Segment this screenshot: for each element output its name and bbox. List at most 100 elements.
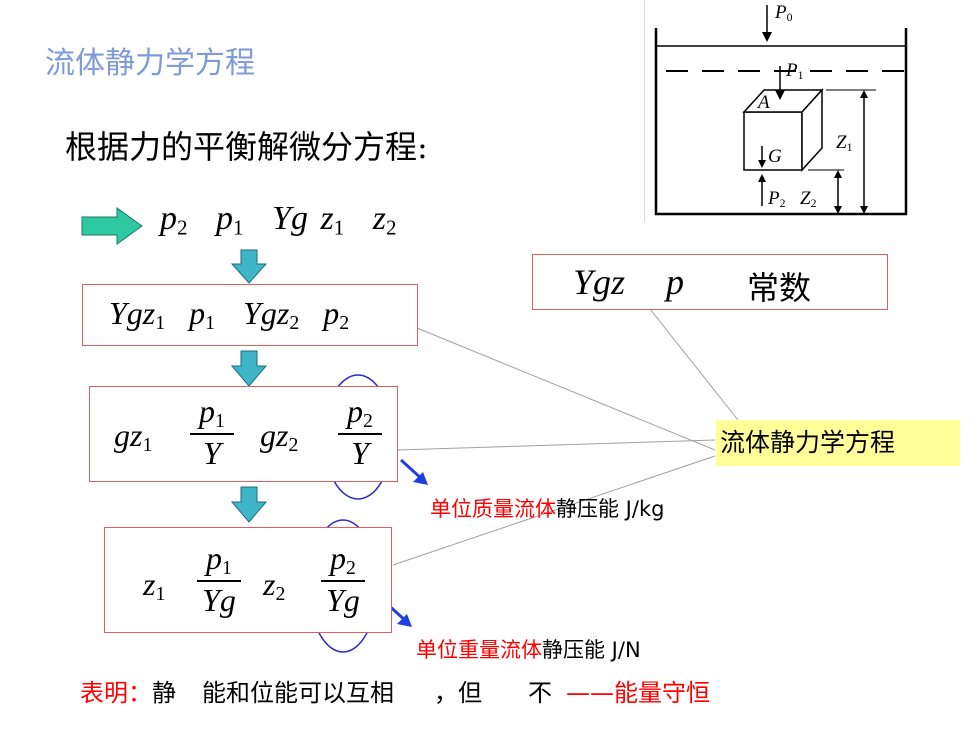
eq-term: p [216, 200, 234, 237]
label-text: Z [800, 188, 811, 209]
frac-num: p [347, 393, 364, 429]
eq-sub: 2 [275, 582, 286, 605]
eq-sub: 1 [215, 409, 225, 432]
connector-line [392, 455, 716, 566]
down-arrow-icon [230, 350, 268, 387]
equation-box-3: z1 p1 Yg z2 p2 Yg [104, 527, 392, 633]
arrowhead-icon [762, 32, 772, 42]
connector-line [649, 308, 739, 421]
box2-term-2: gz2 [260, 417, 298, 457]
note-mass: 单位质量流体静压能 J/kg [430, 493, 664, 523]
pointer-arrowhead-icon [397, 614, 412, 627]
conclusion-text: ，但 [434, 679, 482, 707]
lead-text: 根据力的平衡解微分方程: [65, 128, 428, 166]
callout-label: 流体静力学方程 [716, 420, 960, 466]
eq-term: p [189, 295, 206, 331]
box2-fraction-1: p1 Y [190, 393, 234, 472]
label-text: Z [836, 132, 847, 153]
down-arrow-icon [230, 486, 268, 523]
label-text: P [786, 60, 798, 81]
box3-term-1: z1 [143, 566, 165, 606]
frac-num: p [330, 540, 347, 576]
box3-fraction-1: p1 Yg [197, 540, 241, 619]
eq-sub: 1 [222, 556, 232, 579]
box3-fraction-2: p2 Yg [321, 540, 365, 619]
frac-num: p [199, 393, 216, 429]
eq-sub: 1 [205, 311, 216, 334]
equation-box-1: Ygz1 p1 Ygz2 p2 [82, 284, 418, 346]
label-a: A [758, 92, 770, 113]
label-p0: P0 [775, 2, 793, 25]
frac-den: Yg [202, 581, 236, 618]
note-red-text: 单位质量流体 [430, 497, 556, 521]
label-text: P [768, 188, 780, 209]
eq-term: Ygz [573, 262, 626, 302]
eq-sub: 1 [333, 215, 345, 240]
constant-equation: Ygz p [573, 261, 684, 303]
eq-sub: 2 [288, 433, 299, 456]
note-black-text: 静压能 J/kg [556, 497, 665, 521]
equation-box-2: gz1 p1 Y gz2 p2 Y [89, 386, 398, 482]
eq-term: z [143, 566, 156, 602]
box3-term-2: z2 [263, 566, 285, 606]
arrowhead-icon [758, 160, 766, 168]
arrowhead-icon [775, 90, 785, 100]
eq-term: p [666, 262, 685, 302]
eq-term: p [160, 200, 177, 237]
arrowhead-icon [758, 174, 766, 182]
eq-term: z [372, 200, 387, 237]
label-sub: 2 [779, 196, 786, 210]
connector-line [416, 327, 716, 451]
eq-sub: 2 [339, 311, 350, 334]
arrowhead-icon [834, 206, 842, 214]
conclusion-line: 表明：静能和位能可以互相，但不——能量守恒 [80, 673, 710, 708]
eq-term: gz [260, 417, 289, 453]
conclusion-text: 静 [152, 679, 176, 707]
note-red-text: 单位重量流体 [416, 638, 542, 662]
container-diagram [644, 0, 908, 222]
eq-sub: 2 [289, 311, 300, 334]
equation-main: p2 p1 Yg z1 z2 [160, 200, 397, 240]
page-title: 流体静力学方程 [45, 46, 255, 81]
label-sub: 0 [786, 10, 793, 24]
label-z2: Z2 [800, 188, 816, 211]
label-sub: 1 [846, 140, 853, 154]
right-arrow-icon [81, 207, 143, 245]
conclusion-text: 能和位能可以互相 [202, 679, 394, 707]
eq-sub: 2 [346, 556, 356, 579]
eq-term: z [263, 566, 276, 602]
eq-term: z [320, 200, 334, 237]
label-p1: P1 [786, 60, 804, 83]
pointer-arrowhead-icon [413, 472, 428, 485]
constant-label: 常数 [747, 269, 812, 307]
eq-sub: 2 [177, 215, 188, 240]
down-arrow-icon [230, 249, 268, 284]
label-text: P [775, 2, 787, 23]
constant-box: Ygz p 常数 [532, 254, 888, 310]
arrowhead-icon [860, 90, 868, 98]
box2-term-1: gz1 [114, 417, 152, 457]
eq-sub: 2 [363, 409, 373, 432]
conclusion-text: 不 [528, 679, 552, 707]
eq-sub: 1 [155, 582, 166, 605]
arrowhead-icon [834, 170, 842, 178]
eq-sub: 1 [155, 311, 166, 334]
frac-den: Yg [326, 581, 360, 618]
eq-term: Ygz [109, 295, 156, 331]
label-p2: P2 [768, 188, 786, 211]
arrowhead-icon [860, 206, 868, 214]
note-black-text: 静压能 J/N [542, 638, 641, 662]
connector-line [397, 439, 716, 451]
eq-sub: 1 [233, 215, 244, 240]
eq-term: Yg [272, 200, 309, 237]
eq-term: Ygz [243, 295, 290, 331]
frac-den: Y [351, 434, 369, 471]
cube-side [801, 88, 823, 172]
eq-sub: 1 [142, 433, 153, 456]
label-z1: Z1 [836, 132, 852, 155]
conclusion-red-text: 表明： [80, 679, 152, 707]
frac-num: p [206, 540, 223, 576]
label-sub: 1 [797, 68, 804, 82]
label-sub: 2 [810, 196, 817, 210]
box1-equation: Ygz1 p1 Ygz2 p2 [109, 295, 349, 335]
